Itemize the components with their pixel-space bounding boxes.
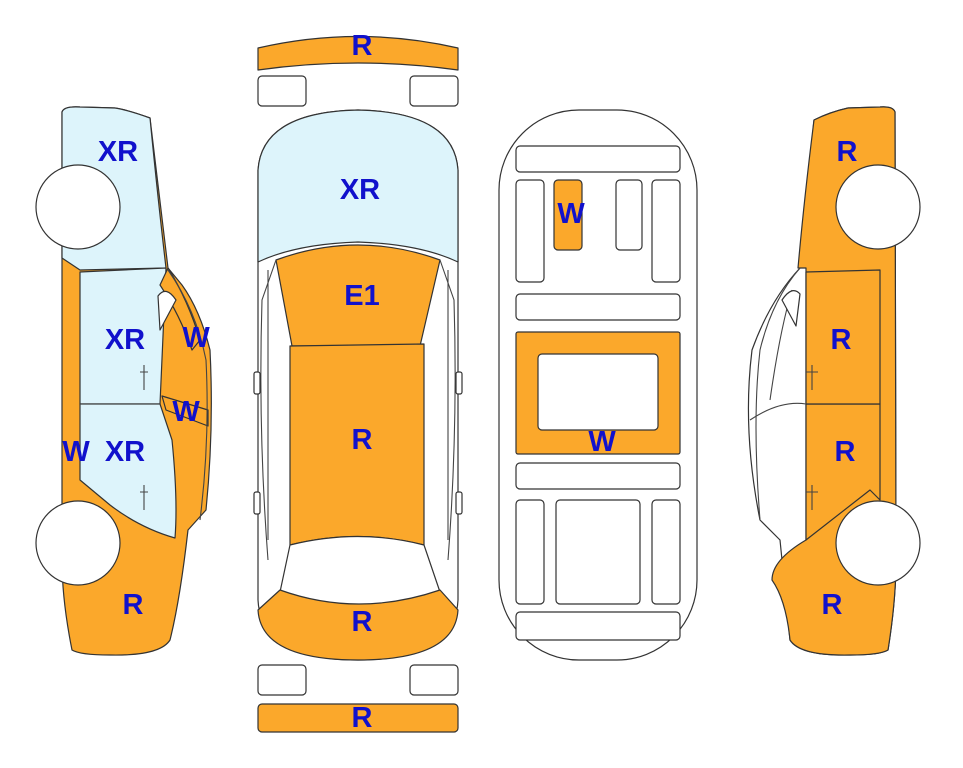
damage-labels: XR XR W W W XR R R XR E1 R R R W W R R R… [62, 30, 857, 734]
label-top-hood: XR [340, 174, 380, 206]
label-right-front-door: R [831, 324, 852, 356]
label-top-windshield: E1 [344, 280, 379, 312]
label-top-front-bumper: R [352, 30, 373, 62]
label-top-roof: R [352, 424, 373, 456]
label-underbody-front-member: W [557, 198, 585, 230]
label-left-pillar: W [182, 322, 210, 354]
right-rear-wheel [835, 500, 921, 586]
top-front-left-lamp [257, 75, 307, 107]
label-left-rear-door: XR [105, 436, 145, 468]
top-rear-window [279, 535, 441, 607]
top-trunk [257, 589, 459, 661]
top-windshield [275, 244, 441, 347]
top-rear-right-lamp [409, 664, 459, 696]
label-left-front-door: XR [105, 324, 145, 356]
label-left-hood: XR [98, 136, 138, 168]
label-left-rocker: W [62, 436, 90, 468]
label-right-front-fender: R [837, 136, 858, 168]
label-left-rear-window: W [172, 396, 200, 428]
left-rear-small-window [161, 395, 209, 427]
left-rear-door [79, 403, 177, 539]
top-rear-bumper [257, 703, 459, 733]
underbody-view [498, 109, 698, 661]
label-top-trunk: R [352, 606, 373, 638]
top-rear-left-lamp [257, 664, 307, 696]
left-front-wheel [35, 164, 121, 250]
label-left-rear-quarter: R [123, 589, 144, 621]
top-hood [257, 109, 459, 263]
left-quarter-window [157, 290, 177, 331]
label-right-rear-door: R [835, 436, 856, 468]
label-top-rear-bumper: R [352, 702, 373, 734]
right-front-wheel [835, 164, 921, 250]
left-rear-wheel [35, 500, 121, 586]
top-view [253, 35, 463, 733]
top-front-right-lamp [409, 75, 459, 107]
label-underbody-floor-center: W [588, 426, 616, 458]
left-side-view [35, 106, 212, 656]
top-front-bumper [257, 35, 459, 71]
label-right-rear-quarter: R [822, 589, 843, 621]
right-front-door [805, 269, 881, 405]
underbody-front-member [553, 179, 583, 251]
right-side-view [747, 106, 921, 656]
